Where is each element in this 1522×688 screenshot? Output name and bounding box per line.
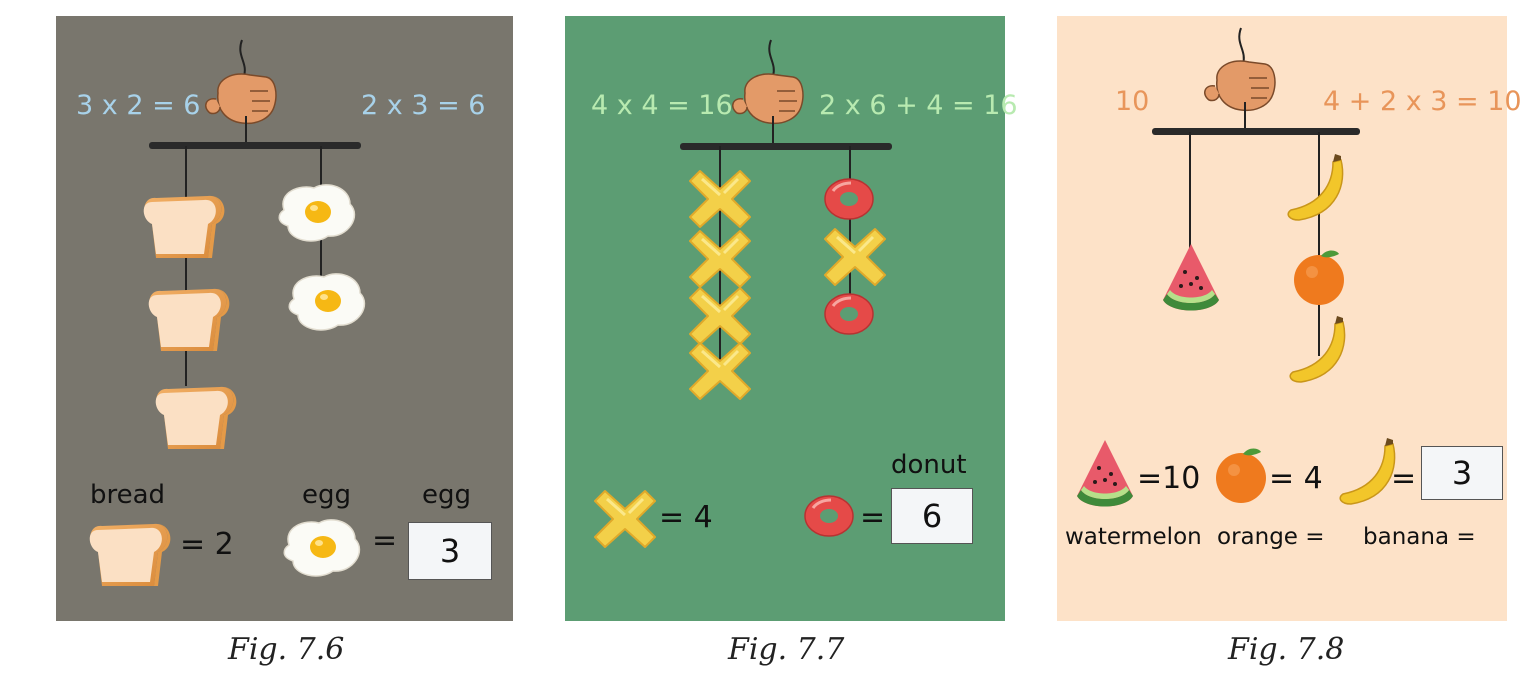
- right-equation: 2 x 3 = 6: [361, 90, 486, 121]
- figure-7-6-caption: Fig. 7.6: [228, 632, 345, 667]
- donut-label: donut: [891, 450, 967, 480]
- panel-3-background: [1057, 16, 1507, 621]
- figure-7-6-illustration: [56, 16, 513, 621]
- egg-answer-box: 3: [408, 522, 492, 580]
- bread-icon: [143, 195, 225, 258]
- figure-7-8-caption: Fig. 7.8: [1228, 632, 1345, 667]
- left-equation: 4 x 4 = 16: [591, 90, 733, 121]
- bread-icon: [155, 386, 237, 449]
- right-equation: 4 + 2 x 3 = 10: [1323, 86, 1522, 117]
- egg-legend-icon: [283, 519, 361, 577]
- egg-answer-label: egg: [422, 480, 472, 510]
- donut-legend-icon: [803, 494, 855, 538]
- cross-value: = 4: [659, 500, 713, 535]
- bread-icon: [148, 288, 230, 351]
- donut-icon: [823, 177, 875, 221]
- banana-equals: =: [1391, 461, 1417, 496]
- figure-7-7-caption: Fig. 7.7: [728, 632, 845, 667]
- donut-icon: [823, 292, 875, 336]
- left-equation: 10: [1115, 86, 1150, 117]
- orange-value: = 4: [1269, 461, 1323, 496]
- bread-value: = 2: [180, 527, 234, 562]
- egg-icon: [288, 273, 366, 331]
- mobile-bar: [1152, 128, 1360, 135]
- orange-label: orange =: [1217, 524, 1325, 550]
- egg-label: egg: [302, 480, 352, 510]
- donut-equals: =: [860, 500, 886, 535]
- watermelon-value: =10: [1137, 461, 1201, 496]
- bread-label: bread: [90, 480, 166, 510]
- egg-icon: [278, 184, 356, 242]
- egg-equals: =: [372, 523, 398, 558]
- figure-7-8-panel: 10 4 + 2 x 3 = 10 =10 = 4 = 3 watermelon…: [1057, 16, 1522, 621]
- banana-label: banana =: [1363, 524, 1476, 550]
- figure-7-6-panel: 3 x 2 = 6 2 x 3 = 6 bread egg egg = 2 = …: [56, 16, 513, 621]
- donut-answer-box: 6: [891, 488, 973, 544]
- panel-1-background: [56, 16, 513, 621]
- watermelon-label: watermelon: [1065, 524, 1202, 550]
- mobile-bar: [149, 142, 361, 149]
- left-equation: 3 x 2 = 6: [76, 90, 201, 121]
- mobile-bar: [680, 143, 892, 150]
- figure-7-8-illustration: [1057, 16, 1507, 621]
- figure-7-7-panel: 4 x 4 = 16 2 x 6 + 4 = 16 donut = 4 = 6: [565, 16, 1018, 621]
- banana-answer-box: 3: [1421, 446, 1503, 500]
- bread-legend-icon: [89, 523, 171, 586]
- right-equation: 2 x 6 + 4 = 16: [819, 90, 1018, 121]
